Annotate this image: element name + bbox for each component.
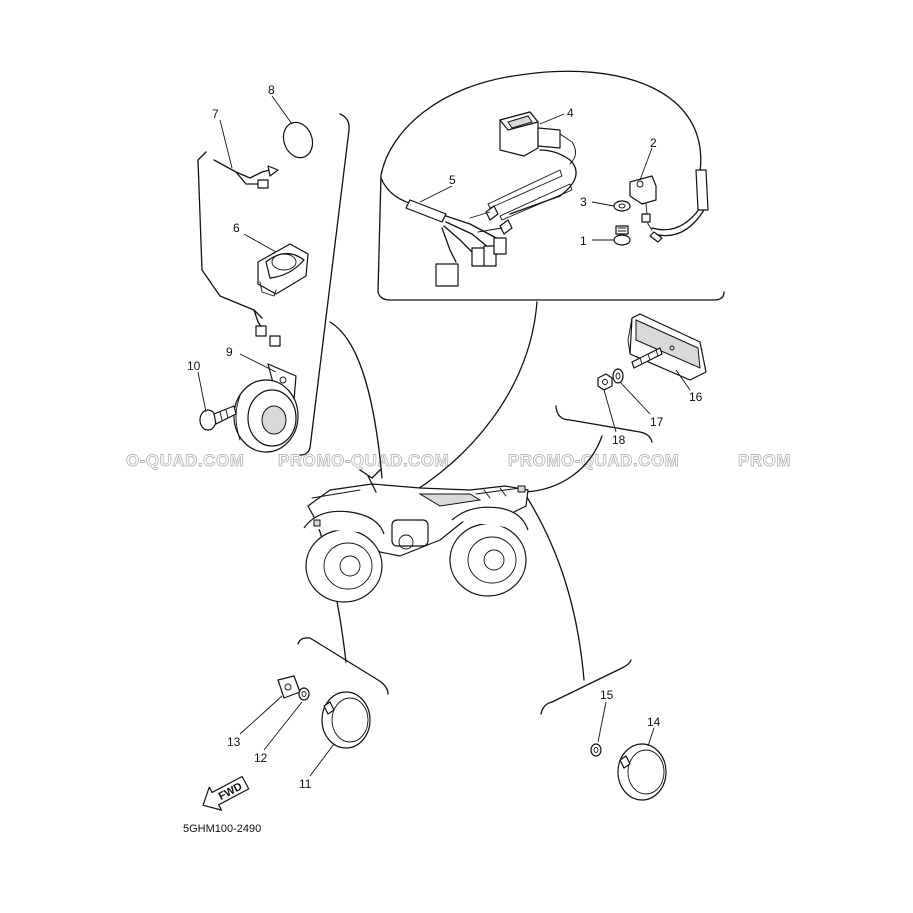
watermark: O-QUAD.COM PROMO-QUAD.COM PROMO-QUAD.COM… <box>126 451 791 471</box>
connector-line <box>524 435 603 493</box>
part-10-bolt <box>199 405 237 431</box>
part-8-o-ring <box>282 121 314 159</box>
part-11-reflector <box>321 691 371 749</box>
fwd-arrow-icon: FWD <box>202 775 250 811</box>
callout-17: 17 <box>650 415 664 429</box>
callout-10: 10 <box>187 359 201 373</box>
group-outline-left <box>299 113 350 456</box>
part-1-screw <box>613 225 631 246</box>
watermark-text: PROMO-QUAD.COM <box>278 451 449 470</box>
part-2-lead <box>649 169 709 243</box>
part-2-switch <box>629 175 657 231</box>
callout-8: 8 <box>268 83 275 97</box>
callout-3: 3 <box>580 195 587 209</box>
callout-5: 5 <box>449 173 456 187</box>
watermark-text: PROM <box>738 451 791 470</box>
group-outline-rear-reflector <box>540 659 632 715</box>
part-17-stud <box>631 347 663 369</box>
group-outline-front-reflector <box>297 637 389 695</box>
watermark-text: PROMO-QUAD.COM <box>508 451 679 470</box>
part-18-nut <box>597 373 613 391</box>
callout-18: 18 <box>612 433 626 447</box>
part-14-reflector <box>617 743 667 801</box>
diagram-code: 5GHM100-2490 <box>183 823 261 835</box>
atv-rear-fender <box>451 506 529 531</box>
group-outlines <box>297 70 725 715</box>
atv-illustration <box>303 469 529 603</box>
part-7-connector <box>253 309 281 347</box>
part-4-relay <box>499 111 576 165</box>
fwd-label: FWD <box>217 781 245 803</box>
connector-line <box>329 321 383 479</box>
callout-9: 9 <box>226 345 233 359</box>
part-3-washer <box>613 200 631 212</box>
atv-front-reflector-mount <box>313 519 321 527</box>
callout-16: 16 <box>689 390 703 404</box>
callout-14: 14 <box>647 715 661 729</box>
callout-6: 6 <box>233 221 240 235</box>
part-6-clamp <box>257 243 309 297</box>
atv-front-fender <box>303 510 385 535</box>
part-9-horn <box>233 363 299 453</box>
watermark-text: O-QUAD.COM <box>126 451 244 470</box>
part-12-washer <box>298 687 310 701</box>
callout-labels: 8 7 6 9 10 4 5 2 3 1 16 17 18 13 12 11 1… <box>187 83 703 791</box>
atv-engine-cover <box>398 534 414 550</box>
callout-12: 12 <box>254 751 268 765</box>
group-outline-harness <box>377 70 725 301</box>
part-7-lead-wire <box>197 151 279 319</box>
callout-15: 15 <box>600 688 614 702</box>
part-17-washer <box>612 368 624 384</box>
atv-front-wheel <box>305 529 383 603</box>
callout-4: 4 <box>567 106 574 120</box>
part-15-washer <box>590 743 602 757</box>
part-5-harness <box>380 149 577 287</box>
atv-seat <box>418 493 482 507</box>
callout-7: 7 <box>212 107 219 121</box>
callout-1: 1 <box>580 234 587 248</box>
leader-lines <box>197 95 691 777</box>
connector-line <box>524 493 585 681</box>
callout-11: 11 <box>299 777 312 791</box>
atv-tail-light-mount <box>517 485 526 493</box>
atv-engine <box>391 519 429 547</box>
callout-13: 13 <box>227 735 241 749</box>
atv-rack <box>311 487 521 499</box>
atv-handlebar <box>359 469 381 493</box>
callout-2: 2 <box>650 136 657 150</box>
group-outline-taillight <box>555 405 653 443</box>
part-16-tail-light <box>627 313 707 381</box>
atv-rear-wheel <box>449 523 527 597</box>
part-13-bracket <box>277 675 301 699</box>
connector-line <box>399 301 538 501</box>
